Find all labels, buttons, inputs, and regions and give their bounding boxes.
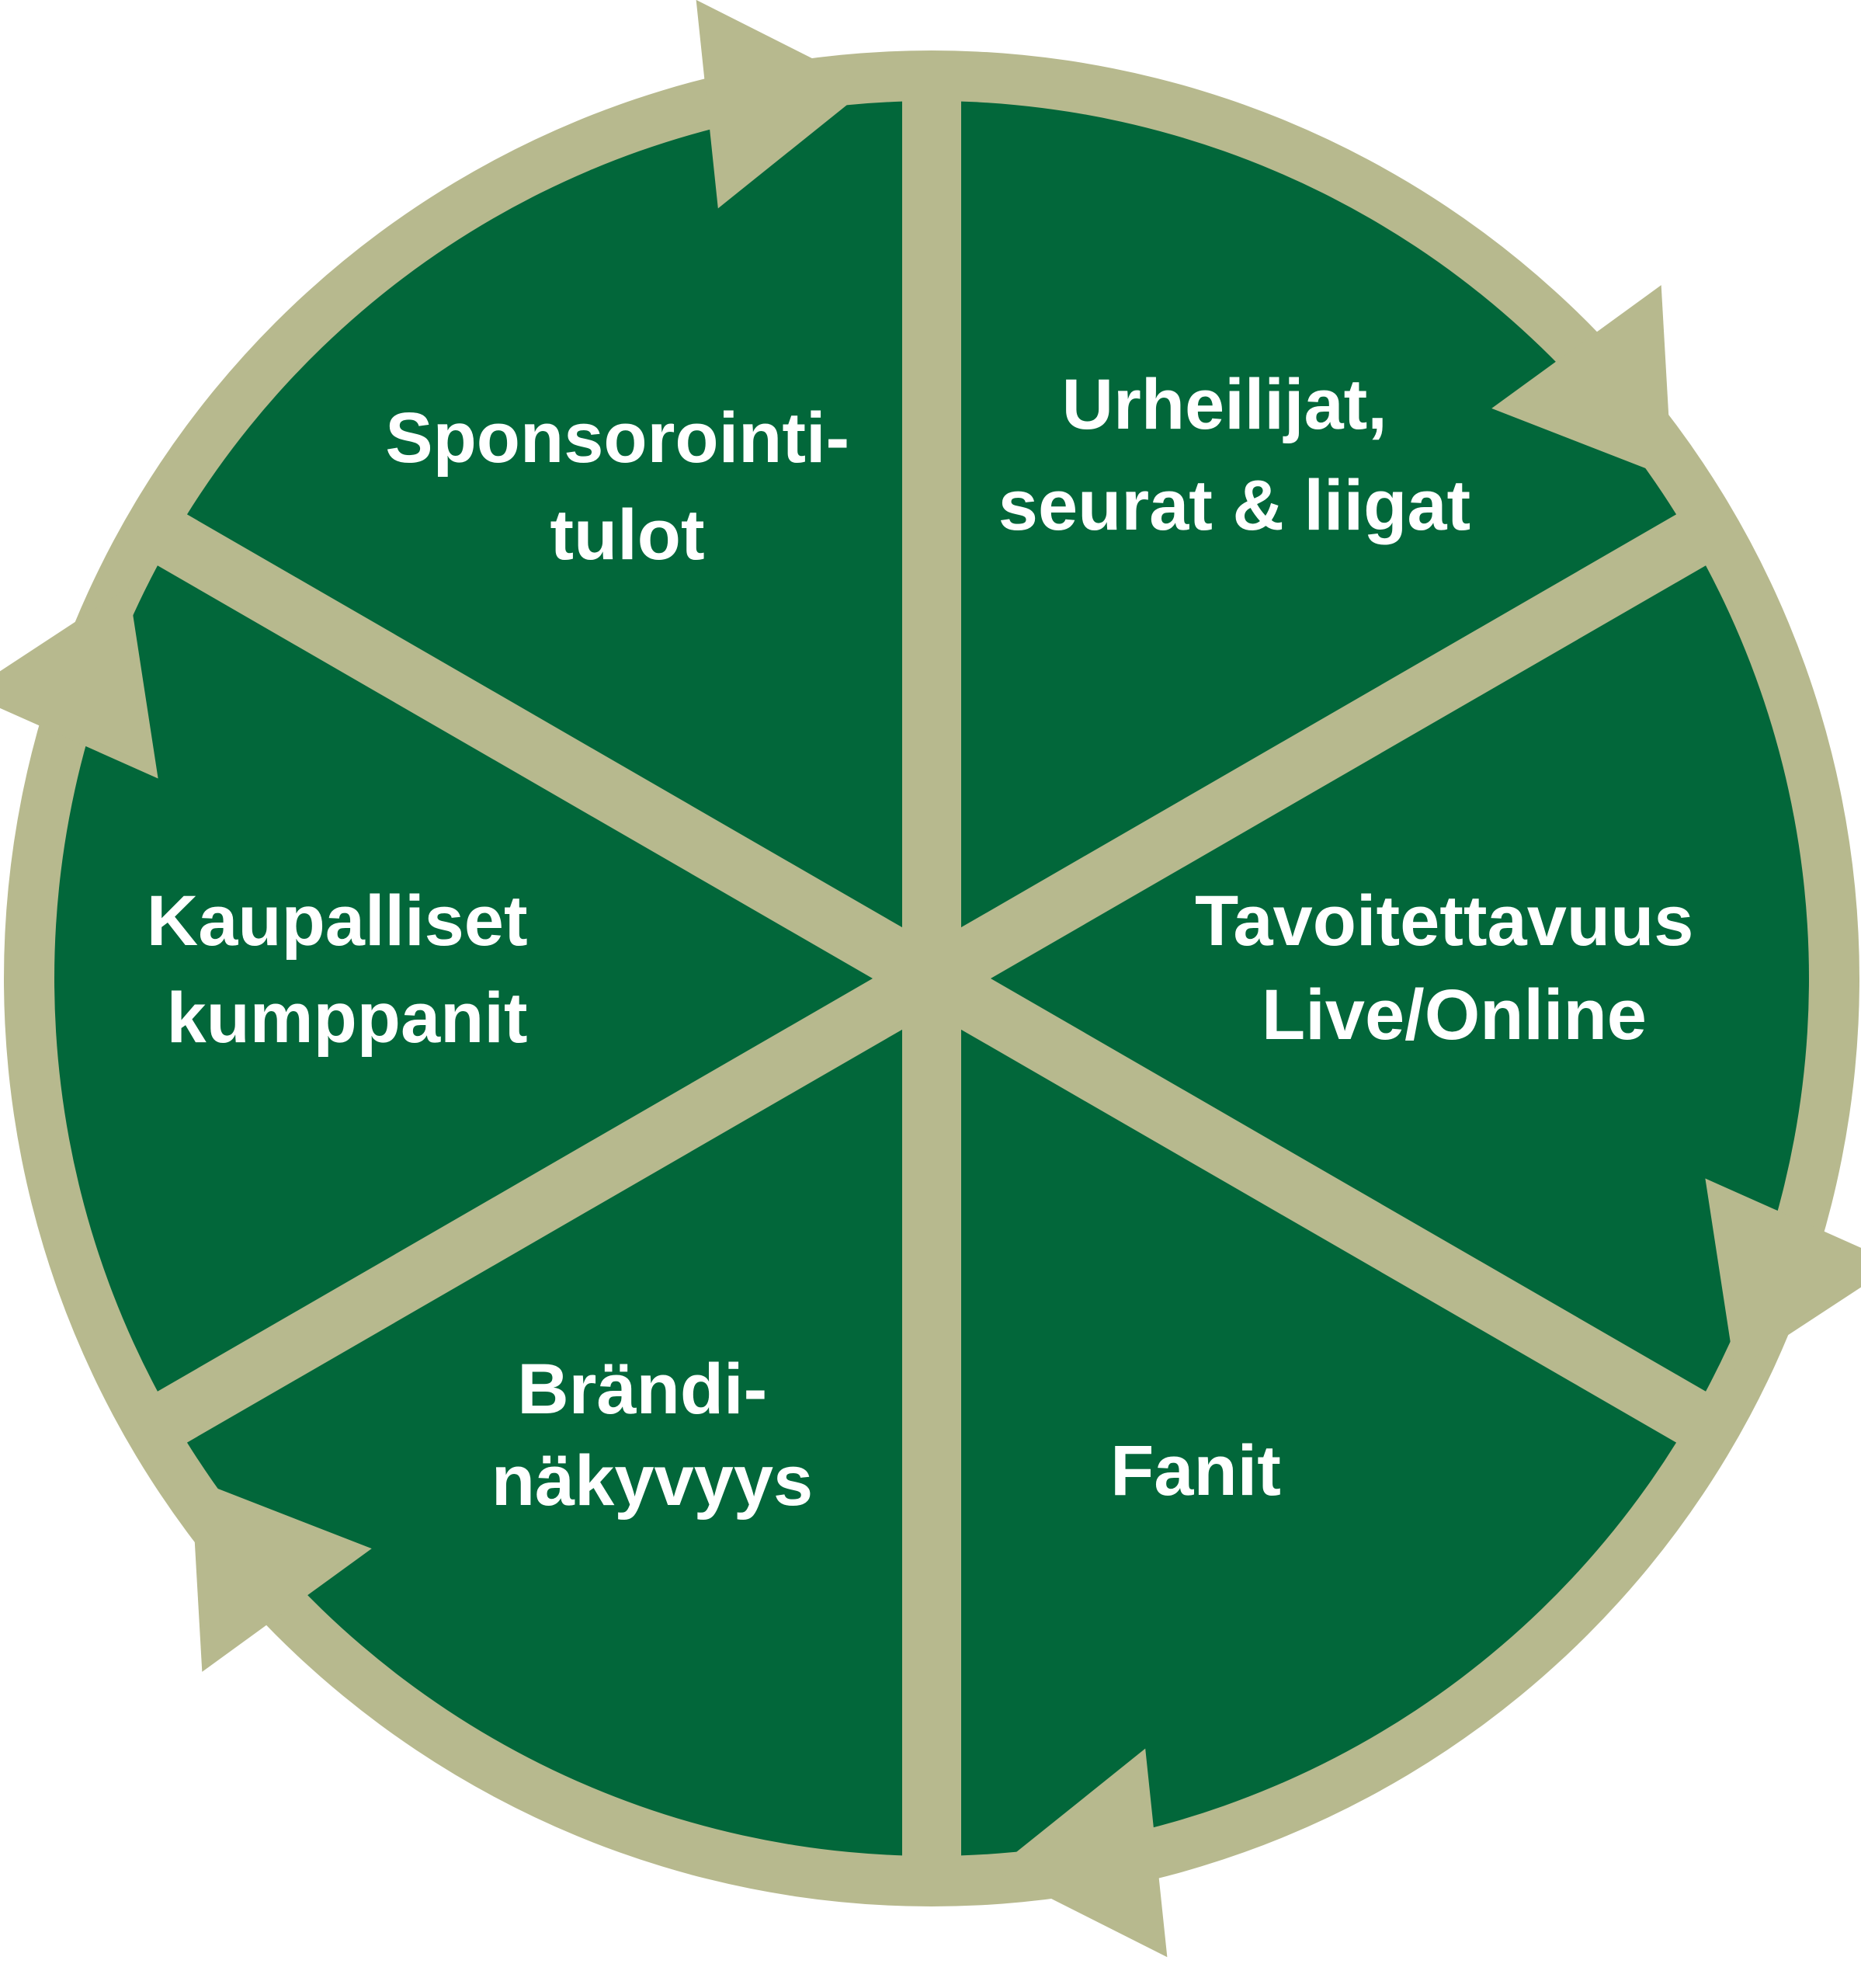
segment-label-line: näkyvyys [491,1441,813,1521]
segment-label-sponsorointitulot: Sponsorointi- tulot [385,398,869,575]
segment-wedge [54,565,873,1392]
segment-wedge [961,1029,1677,1856]
cycle-arrowhead [191,1478,372,1672]
segment-label-line: Kaupalliset [147,881,528,961]
cycle-arrowhead [994,1748,1168,1958]
segment-label-fanit: Fanit [1110,1431,1281,1510]
segment-wedges [54,101,1809,1856]
segment-wedge [186,1029,902,1856]
segment-label-line: Fanit [1110,1431,1281,1510]
segment-urheilijat: Urheilijat, seurat & liigat [998,365,1470,545]
segment-kaupalliset: Kaupalliset kumppanit [147,881,547,1058]
segment-label-line: Brändi- [517,1350,767,1429]
segment-wedge [186,101,902,928]
segment-label-urheilijat: Urheilijat, seurat & liigat [998,365,1470,545]
segment-label-brandinakyvyys: Brändi- näkyvyys [491,1350,813,1521]
cycle-arrowhead [696,0,870,209]
cycle-arrowhead [1491,285,1672,479]
segment-label-line: seurat & liigat [998,466,1470,545]
cycle-arrowhead [1705,1178,1861,1371]
segment-wedge [991,565,1809,1392]
segment-label-line: Urheilijat, [1062,365,1387,444]
segment-tavoitettavuus: Tavoitettavuus Live/Online [1195,881,1713,1055]
segment-label-line: tulot [550,495,704,575]
segment-label-line: Tavoitettavuus [1195,881,1693,961]
segment-label-kaupalliset: Kaupalliset kumppanit [147,881,547,1058]
segment-label-line: Live/Online [1262,975,1647,1055]
segment-label-tavoitettavuus: Tavoitettavuus Live/Online [1195,881,1713,1055]
segment-wedge [961,101,1677,928]
segment-sponsorointitulot: Sponsorointi- tulot [385,398,869,575]
segment-fanit: Fanit [1110,1431,1281,1510]
cycle-arrowhead [0,586,158,779]
segment-brandinakyvyys: Brändi- näkyvyys [491,1350,813,1521]
segment-label-line: kumppanit [166,978,527,1058]
segment-label-line: Sponsorointi- [385,398,849,478]
